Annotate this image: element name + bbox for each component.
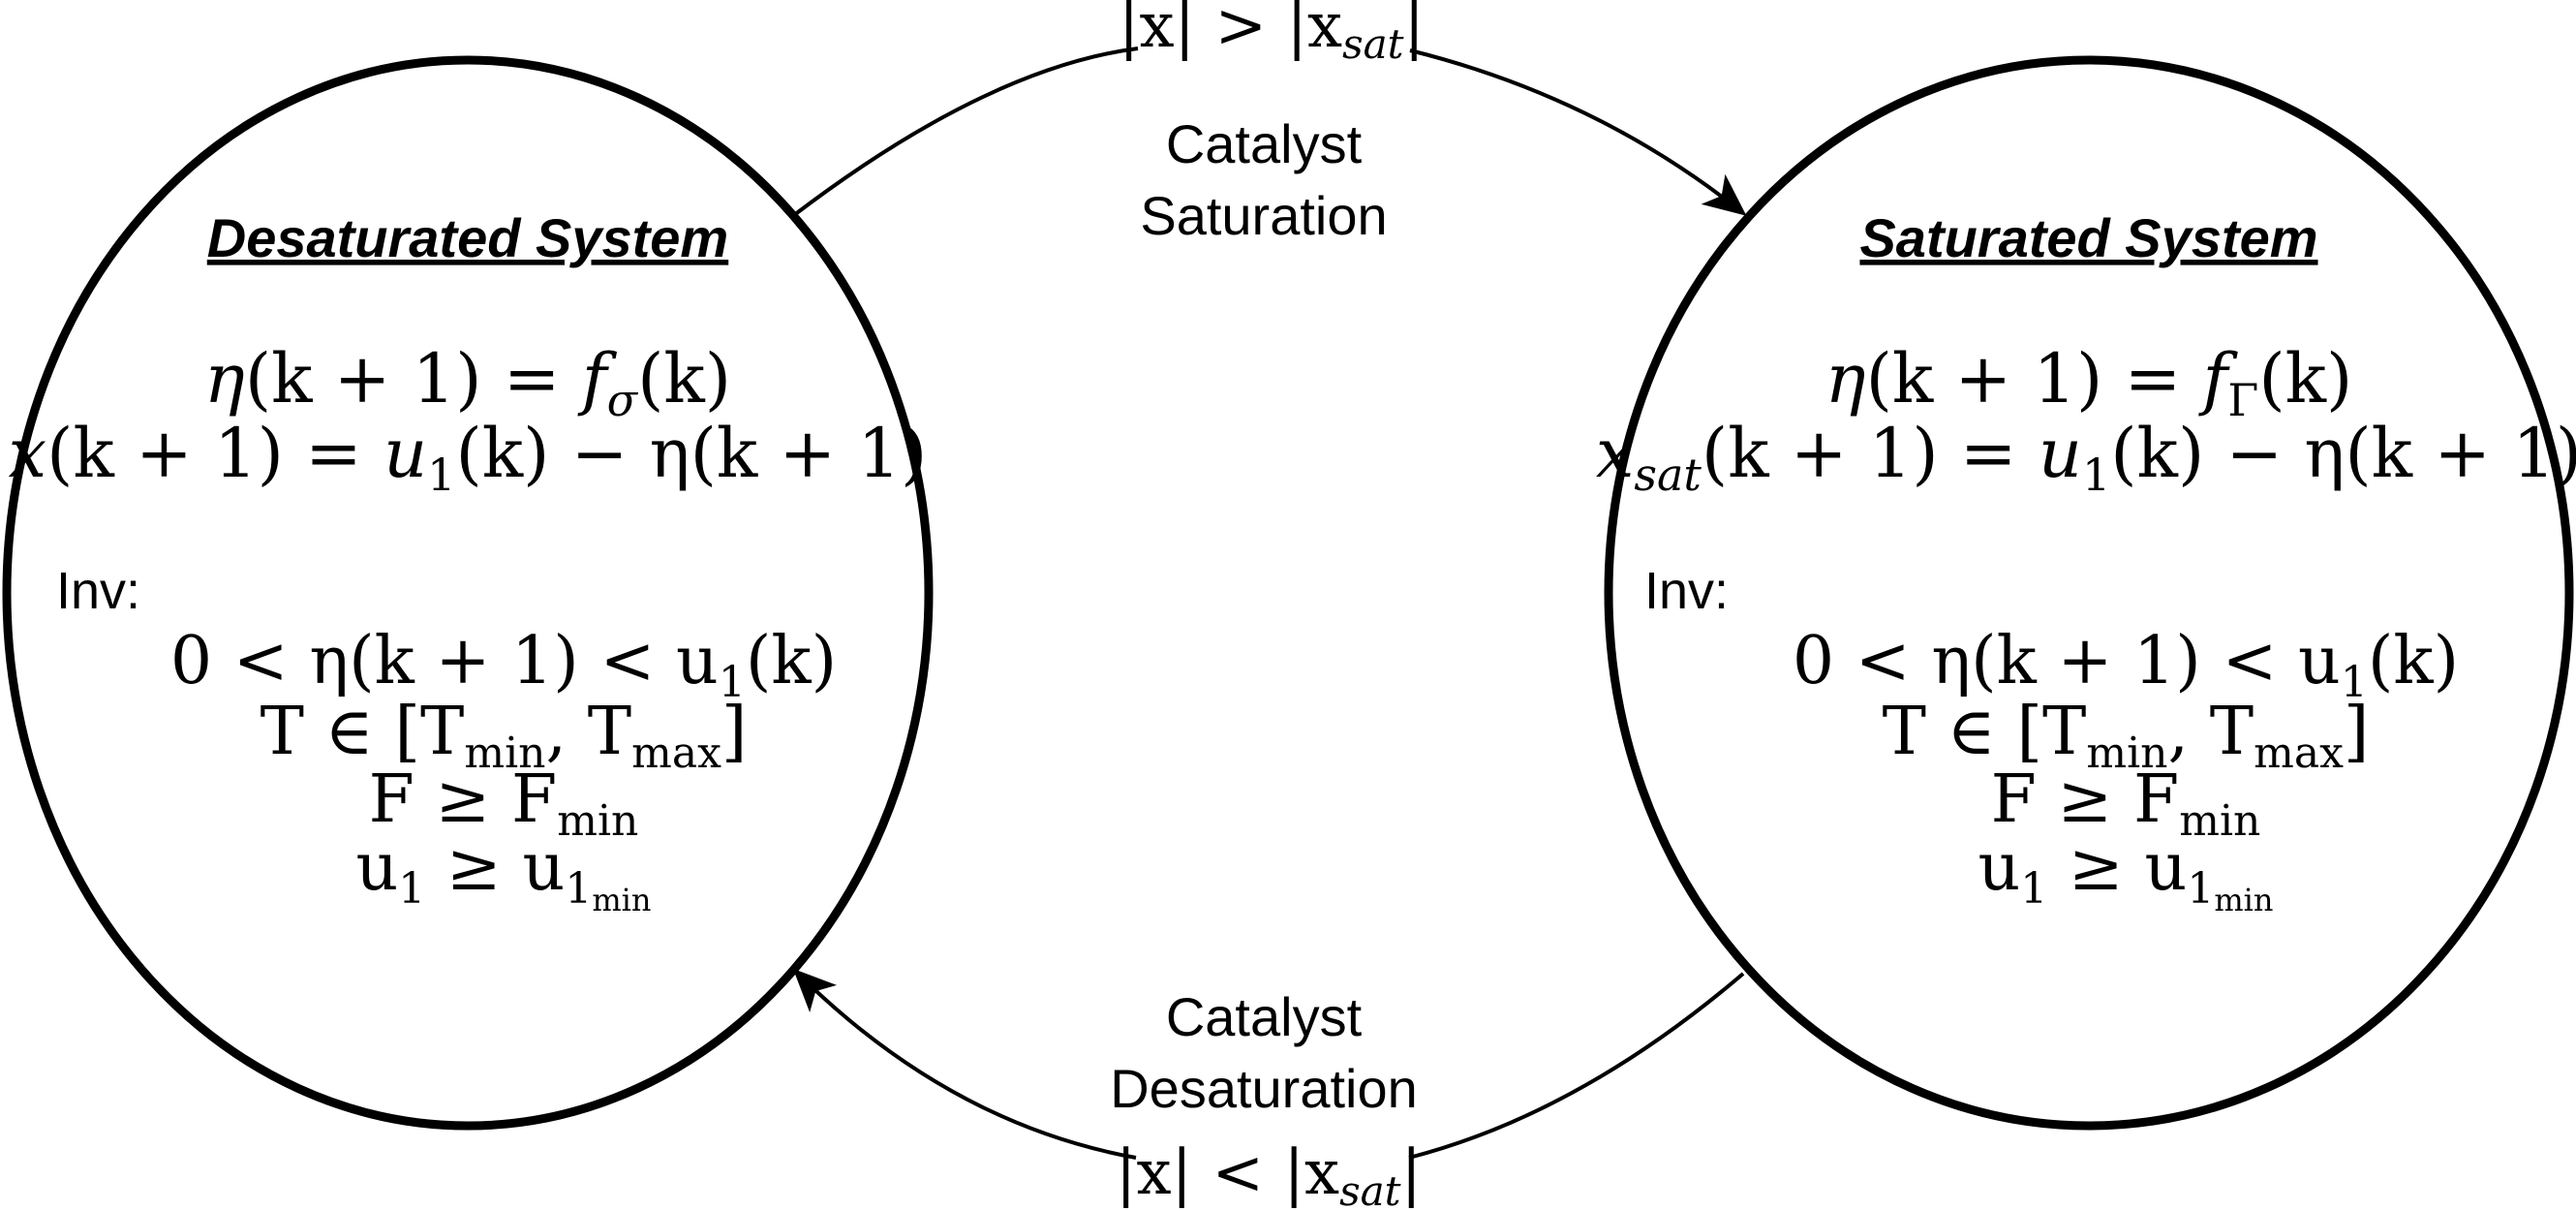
transition-label-line2: Saturation: [1140, 185, 1387, 246]
equation-x: x(k + 1) = u1(k) − η(k + 1): [9, 414, 928, 501]
invariant-input: u1 ≥ u1min: [356, 829, 652, 918]
state-desaturated-ellipse: [2, 55, 934, 1131]
invariant-input: u1 ≥ u1min: [1978, 829, 2274, 918]
invariant-flow: F ≥ Fmin: [369, 761, 639, 846]
transition-saturation: |x| > |xsat| Catalyst Saturation: [1119, 0, 1425, 246]
equation-eta: η(k + 1) = fΓ(k): [1825, 339, 2353, 426]
equation-eta: η(k + 1) = fσ(k): [204, 339, 731, 426]
transition-desaturation: Catalyst Desaturation |x| < |xsat|: [1110, 986, 1422, 1211]
state-desaturated: Desaturated System η(k + 1) = fσ(k) x(k …: [2, 55, 934, 1131]
transition-guard: |x| > |xsat|: [1119, 0, 1425, 68]
invariant-eta: 0 < η(k + 1) < u1(k): [1793, 623, 2459, 707]
equation-xsat: xsat(k + 1) = u1(k) − η(k + 1): [1596, 414, 2576, 501]
state-saturated-ellipse: [1604, 55, 2574, 1131]
transition-label-line1: Catalyst: [1166, 113, 1363, 174]
transition-guard: |x| < |xsat|: [1116, 1137, 1422, 1211]
transition-label-line2: Desaturation: [1110, 1058, 1418, 1119]
state-saturated: Saturated System η(k + 1) = fΓ(k) xsat(k…: [1596, 55, 2576, 1131]
invariant-temperature: T ∈ [Tmin, Tmax]: [261, 694, 748, 778]
invariant-flow: F ≥ Fmin: [1991, 761, 2261, 846]
desaturation-transition-arrow: [796, 972, 1745, 1160]
invariant-label: Inv:: [56, 562, 140, 620]
state-title: Desaturated System: [207, 207, 728, 268]
invariant-temperature: T ∈ [Tmin, Tmax]: [1883, 694, 2370, 778]
transition-label-line1: Catalyst: [1166, 986, 1363, 1047]
invariant-eta: 0 < η(k + 1) < u1(k): [170, 623, 837, 707]
state-title: Saturated System: [1859, 207, 2317, 268]
saturation-transition-arrow: [792, 47, 1743, 215]
invariant-label: Inv:: [1644, 562, 1729, 620]
